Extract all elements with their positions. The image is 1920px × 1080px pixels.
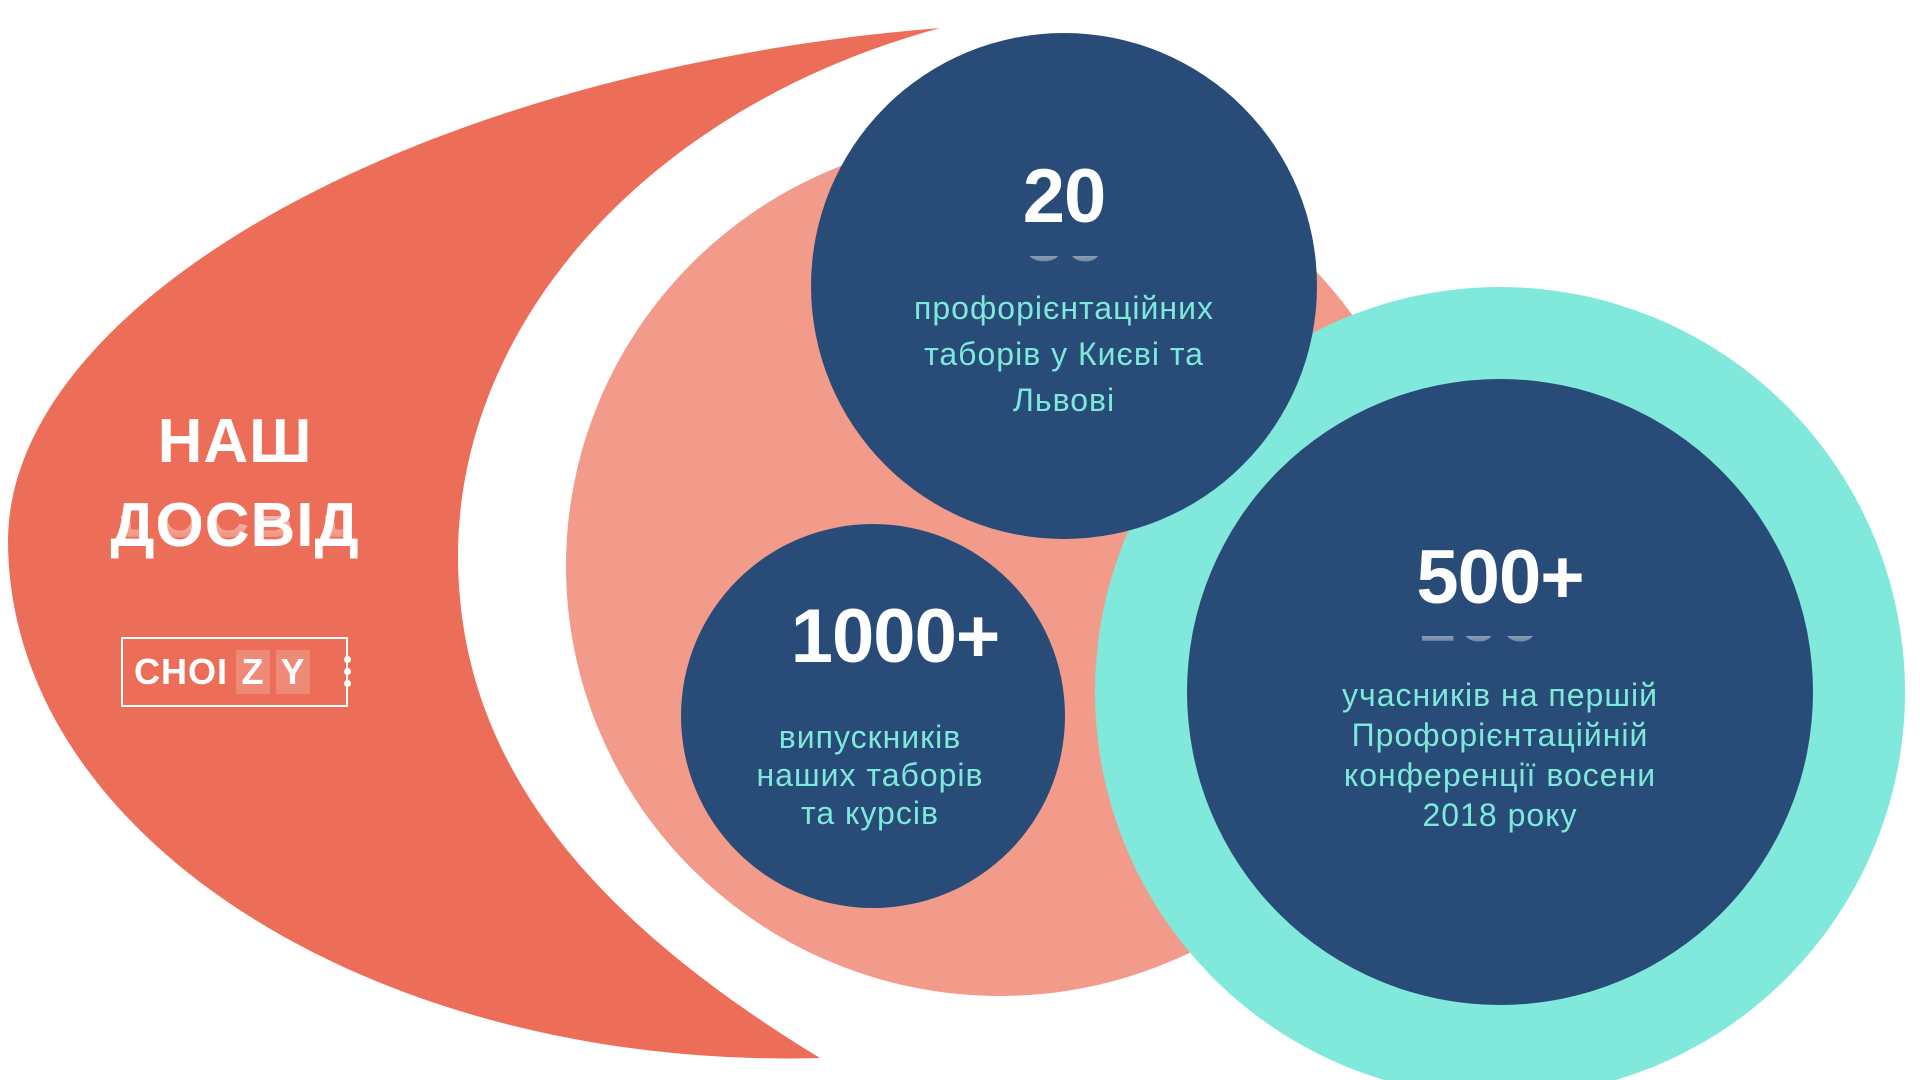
stat-number-camps: 20: [1022, 154, 1107, 239]
coral-crescent-shape: [8, 28, 940, 1059]
caption-line: випускників: [778, 719, 962, 755]
caption-line: та курсів: [801, 795, 939, 831]
title-line-2: ДОСВІД: [110, 491, 360, 560]
caption-line: профорієнтаційних: [914, 290, 1214, 326]
stat-number-participants: 500+: [1416, 535, 1584, 620]
title-line-1: НАШ: [157, 407, 313, 476]
caption-line: конференції восени: [1343, 757, 1657, 793]
title-reflection-text: ДОСВІД: [70, 516, 400, 556]
caption-line: Львові: [1012, 382, 1116, 418]
logo-letter-y: Y: [276, 650, 310, 694]
navy-circle-small: [681, 524, 1065, 908]
caption-line: таборів у Києві та: [924, 336, 1204, 372]
navy-circle-top: [811, 33, 1317, 539]
stat-number-participants-reflection: 500+: [1340, 636, 1660, 658]
navy-circle-large: [1187, 379, 1813, 1005]
caption-line: Профорієнтаційній: [1351, 717, 1649, 753]
page-title: НАШ ДОСВІД: [70, 400, 400, 568]
stat-caption-participants: учасників на першій Профорієнтаційній ко…: [1270, 675, 1730, 835]
title-reflection: ДОСВІД: [70, 516, 400, 556]
logo-text-plain: CHOI: [134, 651, 228, 692]
stat-caption-graduates: випускників наших таборів та курсів: [700, 718, 1040, 832]
caption-line: 2018 року: [1422, 797, 1578, 833]
stat-number-camps-reflection: 20: [914, 256, 1214, 278]
caption-line: учасників на першій: [1342, 677, 1658, 713]
brand-logo: CHOI Z Y: [134, 650, 310, 694]
stat-caption-camps: профорієнтаційних таборів у Києві та Льв…: [844, 285, 1284, 423]
caption-line: наших таборів: [756, 757, 984, 793]
logo-dots-icon: [344, 656, 352, 687]
logo-letter-z: Z: [236, 650, 270, 694]
stat-number-graduates: 1000+: [790, 594, 1000, 679]
